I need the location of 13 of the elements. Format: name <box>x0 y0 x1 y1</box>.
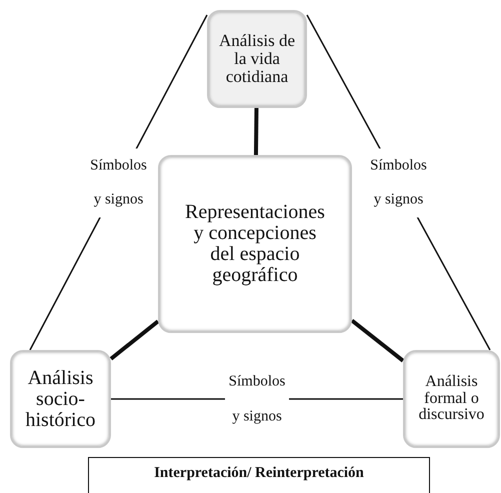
node-label: Análisis formal o discursivo <box>418 374 486 424</box>
text-box <box>88 457 430 493</box>
connector-line <box>254 108 258 156</box>
node-label: Análisis de la vida cotidiana <box>218 32 296 86</box>
connector-line <box>110 320 160 360</box>
caption-text: Interpretación/ Reinterpretación <box>154 466 364 482</box>
connector-line <box>350 318 404 362</box>
node-label: Análisis socio-histórico <box>24 368 96 430</box>
node-label: Representaciones y concepciones del espacio geográfico <box>184 202 326 286</box>
rounded-box <box>403 350 500 448</box>
rounded-box <box>10 350 111 448</box>
rounded-box <box>158 155 352 333</box>
rounded-box <box>207 10 307 108</box>
